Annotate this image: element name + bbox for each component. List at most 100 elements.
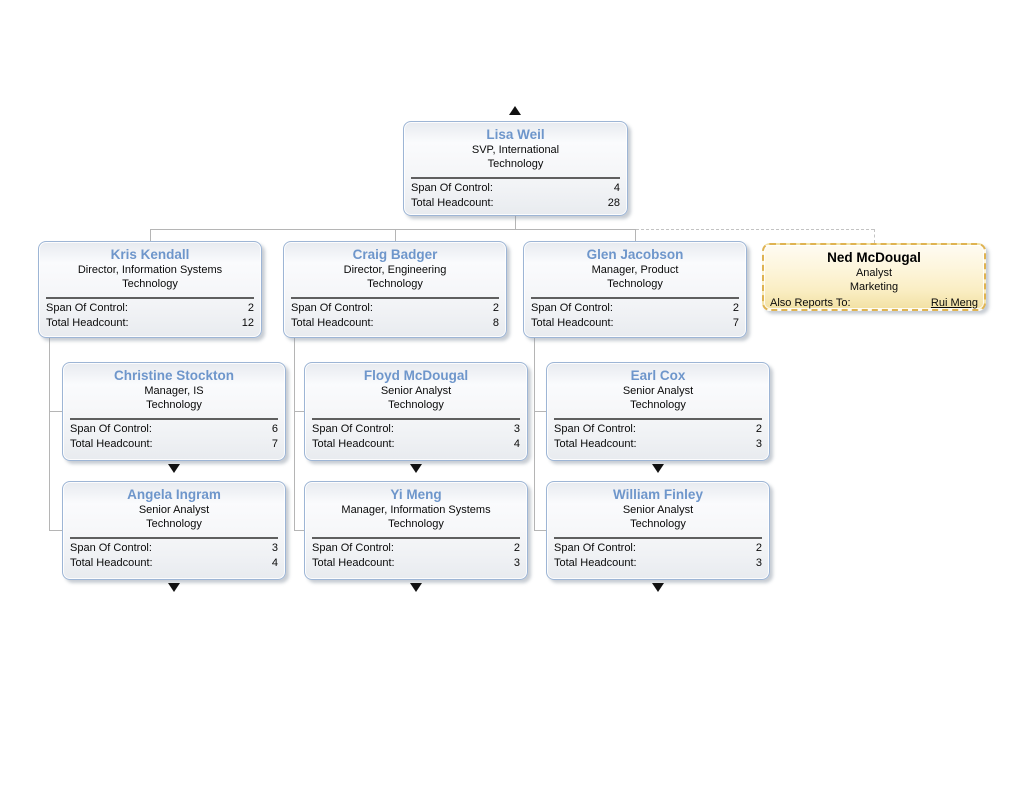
employee-department: Technology xyxy=(367,278,423,290)
org-node-ned-mcdougal[interactable]: Ned McDougal Analyst Marketing Also Repo… xyxy=(762,243,986,311)
employee-department: Technology xyxy=(487,158,544,170)
connector-drop-glen xyxy=(635,230,636,241)
org-node-angela-ingram[interactable]: Angela Ingram Senior Analyst Technology … xyxy=(62,481,286,580)
connector-dotted-drop-ned xyxy=(874,229,875,243)
stat-value-span-of-control: 6 xyxy=(271,423,278,435)
employee-title: Analyst xyxy=(855,267,893,279)
org-node-christine-stockton[interactable]: Christine Stockton Manager, IS Technolog… xyxy=(62,362,286,461)
stat-value-span-of-control: 2 xyxy=(247,302,254,314)
expand-down-arrow-yi[interactable] xyxy=(410,583,422,592)
also-reports-to-link[interactable]: Rui Meng xyxy=(930,297,978,309)
org-node-earl-cox[interactable]: Earl Cox Senior Analyst Technology Span … xyxy=(546,362,770,461)
connector-drop-craig xyxy=(395,230,396,241)
stat-label-span-of-control: Span Of Control: xyxy=(554,423,636,435)
section-divider xyxy=(554,418,762,420)
stat-label-total-headcount: Total Headcount: xyxy=(291,317,374,329)
section-divider xyxy=(70,418,278,420)
stat-value-total-headcount: 3 xyxy=(755,438,762,450)
employee-department: Technology xyxy=(146,399,202,411)
stat-label-total-headcount: Total Headcount: xyxy=(554,557,637,569)
expand-down-arrow-angela[interactable] xyxy=(168,583,180,592)
connector-craig-subtree xyxy=(294,338,295,531)
employee-title: Manager, Information Systems xyxy=(341,504,491,516)
employee-department: Technology xyxy=(146,518,202,530)
stat-value-total-headcount: 7 xyxy=(271,438,278,450)
employee-name: William Finley xyxy=(613,487,703,502)
employee-department: Technology xyxy=(122,278,178,290)
org-node-kris-kendall[interactable]: Kris Kendall Director, Information Syste… xyxy=(38,241,262,338)
stat-value-span-of-control: 2 xyxy=(492,302,499,314)
connector-stub-earl xyxy=(535,411,546,412)
employee-title: Manager, Product xyxy=(591,264,679,276)
stat-value-span-of-control: 2 xyxy=(732,302,739,314)
employee-department: Technology xyxy=(630,518,686,530)
employee-title: Senior Analyst xyxy=(380,385,452,397)
employee-name: Yi Meng xyxy=(390,487,442,502)
stat-label-total-headcount: Total Headcount: xyxy=(70,438,153,450)
stat-value-span-of-control: 2 xyxy=(755,542,762,554)
stat-label-span-of-control: Span Of Control: xyxy=(291,302,373,314)
employee-name: Earl Cox xyxy=(630,368,686,383)
org-node-glen-jacobson[interactable]: Glen Jacobson Manager, Product Technolog… xyxy=(523,241,747,338)
employee-title: Senior Analyst xyxy=(138,504,210,516)
connector-stub-william xyxy=(535,530,546,531)
connector-kris-subtree xyxy=(49,338,50,531)
stat-label-span-of-control: Span Of Control: xyxy=(70,423,152,435)
employee-department: Technology xyxy=(388,399,444,411)
employee-title: Director, Information Systems xyxy=(77,264,223,276)
connector-stub-angela xyxy=(50,530,62,531)
stat-label-span-of-control: Span Of Control: xyxy=(554,542,636,554)
connector-horizontal-rail xyxy=(150,229,636,230)
stat-value-span-of-control: 4 xyxy=(613,182,620,194)
also-reports-to-label: Also Reports To: xyxy=(770,297,851,309)
org-node-william-finley[interactable]: William Finley Senior Analyst Technology… xyxy=(546,481,770,580)
expand-upward-arrow[interactable] xyxy=(509,106,521,115)
expand-down-arrow-christine[interactable] xyxy=(168,464,180,473)
stat-label-span-of-control: Span Of Control: xyxy=(46,302,128,314)
section-divider xyxy=(70,537,278,539)
expand-down-arrow-william[interactable] xyxy=(652,583,664,592)
expand-down-arrow-floyd[interactable] xyxy=(410,464,422,473)
expand-down-arrow-earl[interactable] xyxy=(652,464,664,473)
stat-label-total-headcount: Total Headcount: xyxy=(46,317,129,329)
employee-name: Angela Ingram xyxy=(127,487,221,502)
employee-name: Floyd McDougal xyxy=(363,368,469,383)
employee-name: Craig Badger xyxy=(352,247,438,262)
section-divider xyxy=(411,177,620,179)
employee-title: Manager, IS xyxy=(144,385,204,397)
stat-label-total-headcount: Total Headcount: xyxy=(554,438,637,450)
employee-name: Christine Stockton xyxy=(113,368,234,383)
section-divider xyxy=(531,297,739,299)
connector-glen-subtree xyxy=(534,338,535,531)
stat-label-total-headcount: Total Headcount: xyxy=(70,557,153,569)
stat-value-span-of-control: 2 xyxy=(755,423,762,435)
employee-title: Senior Analyst xyxy=(622,385,694,397)
employee-department: Technology xyxy=(388,518,444,530)
employee-name: Ned McDougal xyxy=(827,250,921,265)
connector-lisa-drop xyxy=(515,216,516,229)
stat-value-span-of-control: 3 xyxy=(271,542,278,554)
stat-label-total-headcount: Total Headcount: xyxy=(531,317,614,329)
stat-label-total-headcount: Total Headcount: xyxy=(411,197,494,209)
employee-name: Kris Kendall xyxy=(110,247,190,262)
org-node-floyd-mcdougal[interactable]: Floyd McDougal Senior Analyst Technology… xyxy=(304,362,528,461)
stat-value-total-headcount: 3 xyxy=(755,557,762,569)
employee-name: Glen Jacobson xyxy=(586,247,684,262)
employee-title: SVP, International xyxy=(471,144,560,156)
stat-value-total-headcount: 4 xyxy=(271,557,278,569)
section-divider xyxy=(312,537,520,539)
section-divider xyxy=(291,297,499,299)
org-node-craig-badger[interactable]: Craig Badger Director, Engineering Techn… xyxy=(283,241,507,338)
stat-label-total-headcount: Total Headcount: xyxy=(312,557,395,569)
employee-name: Lisa Weil xyxy=(486,127,545,142)
stat-label-span-of-control: Span Of Control: xyxy=(312,423,394,435)
org-node-yi-meng[interactable]: Yi Meng Manager, Information Systems Tec… xyxy=(304,481,528,580)
connector-drop-kris xyxy=(150,230,151,241)
stat-label-total-headcount: Total Headcount: xyxy=(312,438,395,450)
section-divider xyxy=(312,418,520,420)
employee-department: Marketing xyxy=(849,281,899,293)
org-node-lisa-weil[interactable]: Lisa Weil SVP, International Technology … xyxy=(403,121,628,216)
stat-label-span-of-control: Span Of Control: xyxy=(70,542,152,554)
connector-stub-yi xyxy=(295,530,304,531)
